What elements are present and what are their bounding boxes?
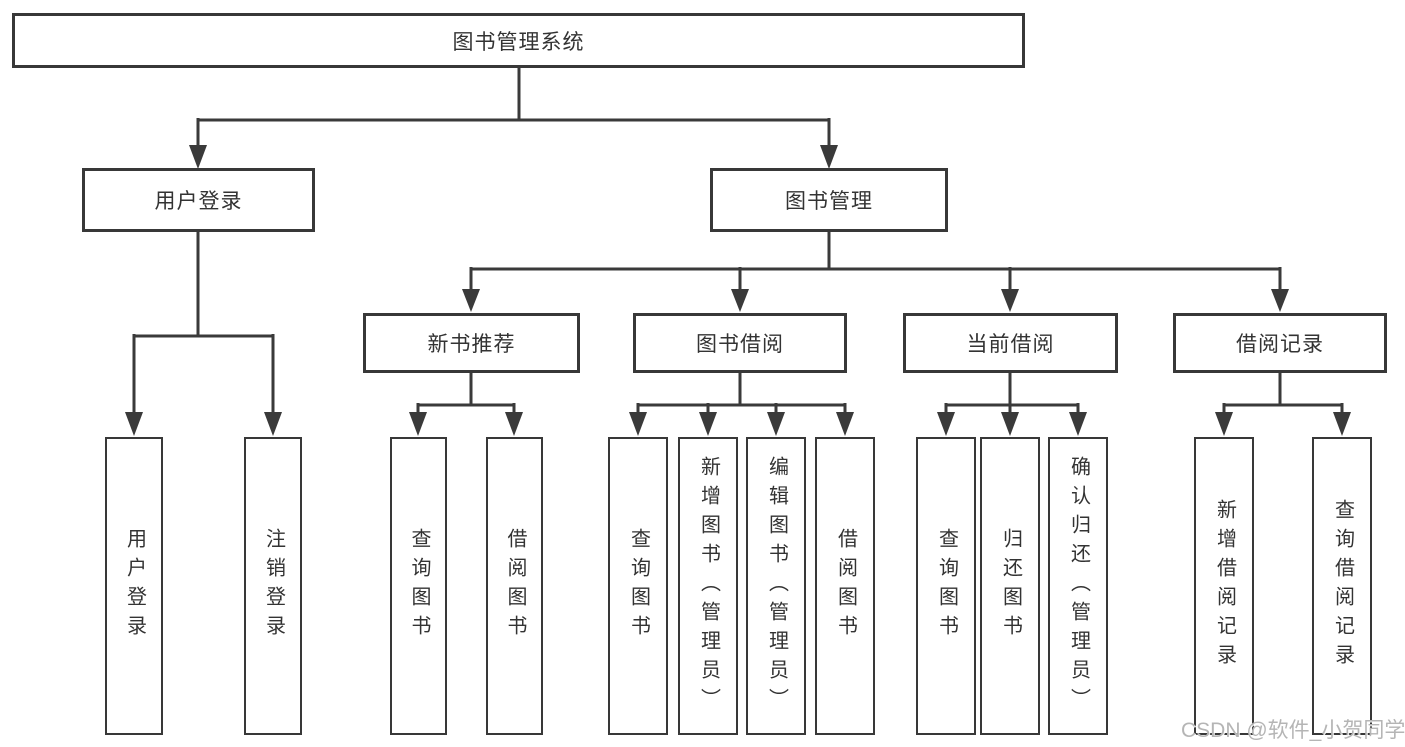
leaf-add-borrow-record-label: 新增借阅记录 bbox=[1213, 499, 1236, 673]
leaf-return-books-label: 归还图书 bbox=[999, 528, 1022, 644]
branch-new-book-recommend-label: 新书推荐 bbox=[427, 333, 516, 356]
leaf-logout: 注销登录 bbox=[244, 437, 302, 735]
branch-new-book-recommend: 新书推荐 bbox=[363, 313, 580, 373]
leaf-add-books-admin-label: 新增图书（管理员） bbox=[697, 455, 720, 717]
connector-borrow-records-leaves bbox=[1215, 372, 1351, 436]
leaf-logout-label: 注销登录 bbox=[262, 528, 285, 644]
branch-user-login: 用户登录 bbox=[82, 168, 315, 232]
connector-book-borrow-leaves bbox=[629, 372, 854, 436]
leaf-query-borrow-record-label: 查询借阅记录 bbox=[1331, 499, 1354, 673]
branch-book-management: 图书管理 bbox=[710, 168, 948, 232]
leaf-return-books: 归还图书 bbox=[980, 437, 1040, 735]
branch-current-borrow: 当前借阅 bbox=[903, 313, 1118, 373]
connector-root-to-level2 bbox=[189, 66, 838, 169]
branch-current-borrow-label: 当前借阅 bbox=[966, 333, 1055, 356]
leaf-borrow-books-2-label: 借阅图书 bbox=[834, 528, 857, 644]
branch-book-borrow-label: 图书借阅 bbox=[696, 333, 784, 356]
branch-borrow-records-label: 借阅记录 bbox=[1236, 333, 1324, 356]
leaf-user-login: 用户登录 bbox=[105, 437, 163, 735]
leaf-query-books-3-label: 查询图书 bbox=[935, 528, 958, 644]
csdn-watermark: CSDN @软件_小贺同学 bbox=[1181, 719, 1405, 742]
leaf-add-borrow-record: 新增借阅记录 bbox=[1194, 437, 1254, 735]
leaf-add-books-admin: 新增图书（管理员） bbox=[678, 437, 738, 735]
leaf-query-books-2-label: 查询图书 bbox=[627, 528, 650, 644]
leaf-edit-books-admin-label: 编辑图书（管理员） bbox=[765, 455, 788, 717]
leaf-query-books-1-label: 查询图书 bbox=[408, 528, 430, 644]
leaf-user-login-label: 用户登录 bbox=[123, 528, 146, 644]
leaf-query-books-1: 查询图书 bbox=[390, 437, 447, 735]
branch-borrow-records: 借阅记录 bbox=[1173, 313, 1387, 373]
branch-user-login-label: 用户登录 bbox=[154, 190, 243, 213]
root-node-label: 图书管理系统 bbox=[452, 30, 585, 54]
connector-book-mgmt-to-level3 bbox=[462, 231, 1289, 312]
leaf-query-borrow-record: 查询借阅记录 bbox=[1312, 437, 1372, 735]
leaf-query-books-2: 查询图书 bbox=[608, 437, 668, 735]
branch-book-management-label: 图书管理 bbox=[785, 190, 873, 213]
connector-new-book-leaves bbox=[409, 372, 523, 436]
connector-user-login-leaves bbox=[125, 231, 282, 436]
leaf-borrow-books-2: 借阅图书 bbox=[815, 437, 875, 735]
leaf-borrow-books-1: 借阅图书 bbox=[486, 437, 543, 735]
leaf-confirm-return-admin-label: 确认归还（管理员） bbox=[1067, 455, 1090, 717]
leaf-confirm-return-admin: 确认归还（管理员） bbox=[1048, 437, 1108, 735]
leaf-edit-books-admin: 编辑图书（管理员） bbox=[746, 437, 806, 735]
branch-book-borrow: 图书借阅 bbox=[633, 313, 847, 373]
leaf-query-books-3: 查询图书 bbox=[916, 437, 976, 735]
connector-current-borrow-leaves bbox=[937, 372, 1087, 436]
root-node: 图书管理系统 bbox=[12, 13, 1025, 68]
leaf-borrow-books-1-label: 借阅图书 bbox=[504, 528, 526, 644]
